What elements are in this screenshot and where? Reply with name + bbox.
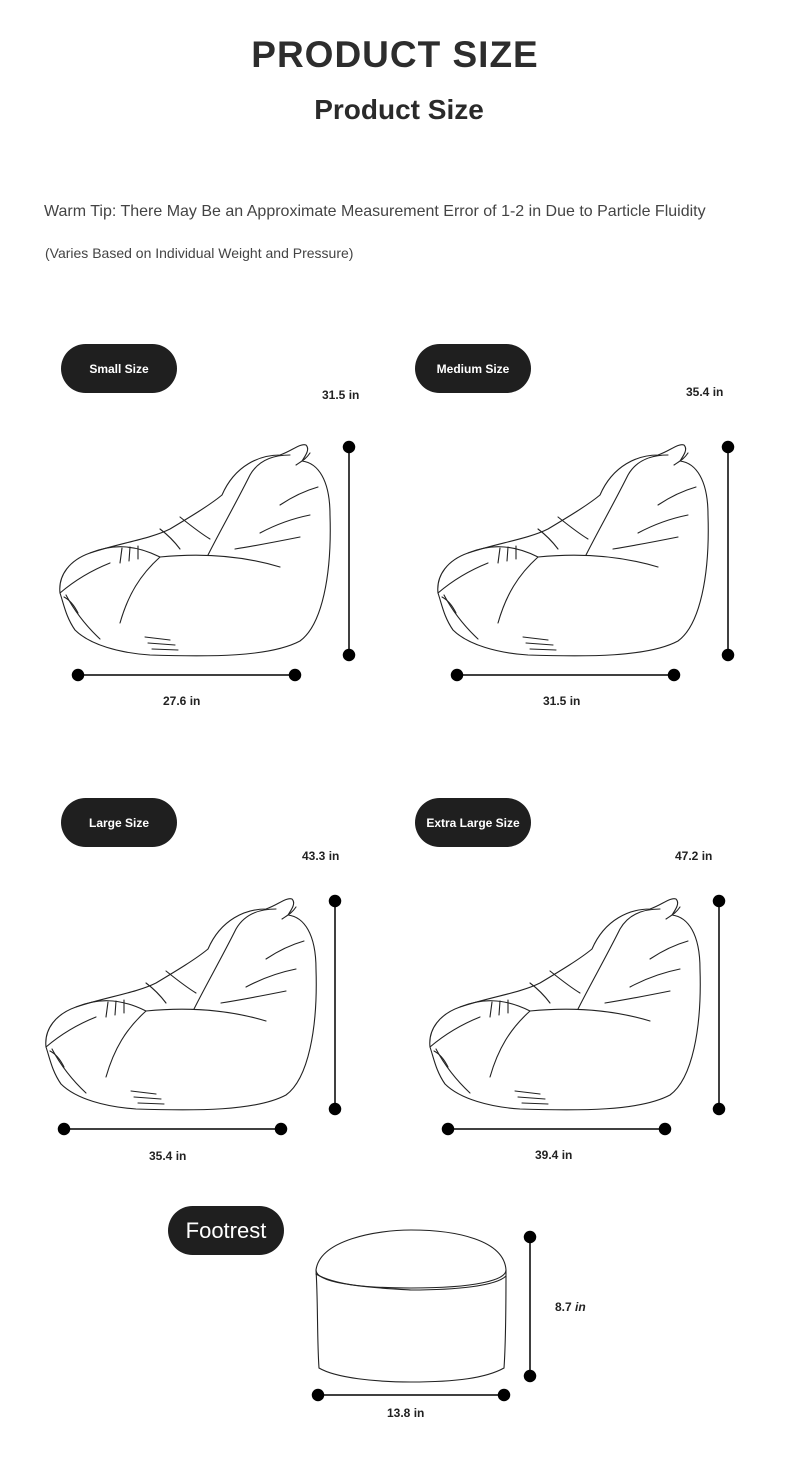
xlarge-beanbag-illustration [429,898,701,1111]
medium-beanbag-illustration [437,444,709,657]
warm-tip-note: (Varies Based on Individual Weight and P… [45,245,354,261]
xlarge-height-label: 47.2 in [675,849,713,863]
page-title: PRODUCT SIZE [251,34,539,75]
footrest-label: Footrest [168,1206,284,1255]
footrest-height-value: 8.7 [555,1300,572,1314]
small-width-label: 27.6 in [163,694,201,708]
footrest-width-label: 13.8 in [387,1406,425,1420]
small-size-label: Small Size [61,344,177,393]
footrest-illustration [315,1229,507,1383]
large-size-label: Large Size [61,798,177,847]
footrest-height-unit: in [575,1300,586,1314]
measurement-lines [57,440,735,1402]
large-height-label: 43.3 in [302,849,340,863]
page-subtitle: Product Size [314,94,484,125]
medium-width-label: 31.5 in [543,694,581,708]
small-height-label: 31.5 in [322,388,360,402]
xlarge-width-label: 39.4 in [535,1148,573,1162]
large-width-label: 35.4 in [149,1149,187,1163]
medium-height-label: 35.4 in [686,385,724,399]
large-beanbag-illustration [45,898,317,1111]
footrest-height-label: 8.7 in [555,1300,586,1314]
medium-size-label: Medium Size [415,344,531,393]
small-beanbag-illustration [59,444,331,657]
warm-tip: Warm Tip: There May Be an Approximate Me… [44,203,706,220]
xlarge-size-label: Extra Large Size [415,798,531,847]
